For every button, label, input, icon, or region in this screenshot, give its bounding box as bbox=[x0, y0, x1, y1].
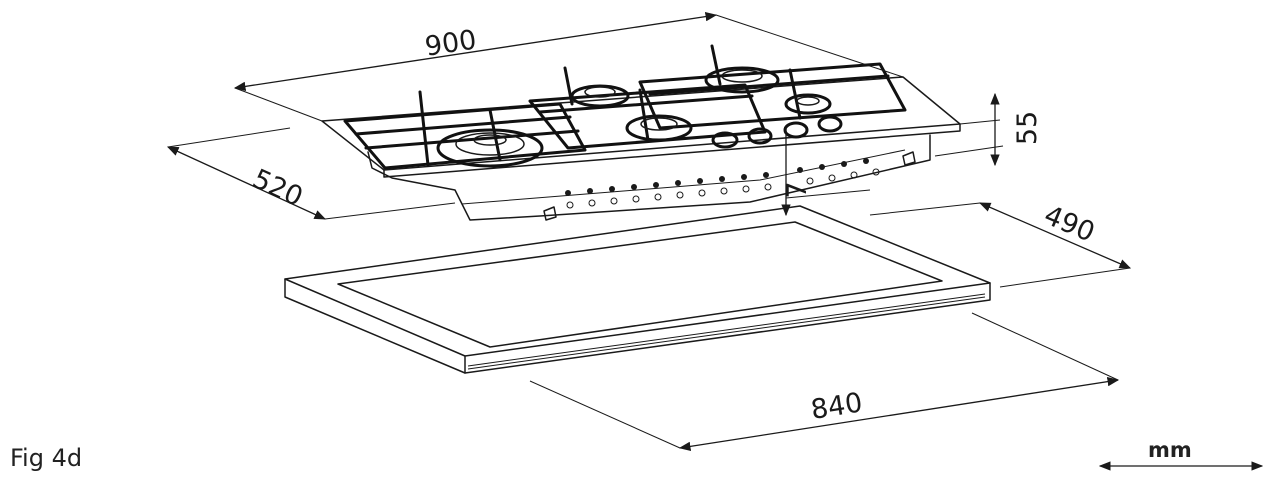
hob-body-inner bbox=[454, 149, 906, 205]
dimension-clearance: 7 bbox=[781, 128, 871, 217]
figure-label: Fig 4d bbox=[10, 444, 83, 472]
frame-inner-edge bbox=[337, 221, 943, 348]
dimension-cutout-width: 840 bbox=[529, 312, 1120, 452]
hob-vent-holes bbox=[565, 158, 880, 209]
burner-medium bbox=[625, 114, 693, 142]
control-knobs bbox=[711, 115, 843, 149]
dimension-clearance-label: 7 bbox=[782, 181, 813, 198]
burner-small bbox=[784, 93, 832, 115]
hob-body bbox=[367, 134, 931, 221]
dimension-cutout-depth: 490 bbox=[869, 200, 1132, 288]
hob-foot bbox=[543, 206, 557, 221]
frame-top-face bbox=[284, 205, 991, 357]
dimension-height-label: 55 bbox=[1012, 111, 1043, 145]
burner-large bbox=[436, 128, 544, 168]
hob-foot bbox=[902, 151, 916, 166]
unit-label: mm bbox=[1148, 438, 1192, 462]
dimension-width-label: 900 bbox=[423, 24, 479, 62]
gas-hob bbox=[321, 44, 961, 221]
dimension-width: 900 bbox=[233, 11, 904, 122]
dimension-depth-label: 520 bbox=[248, 163, 308, 213]
worktop-cutout-frame bbox=[284, 205, 991, 374]
dimension-height: 55 bbox=[934, 92, 1043, 167]
pan-supports bbox=[343, 44, 907, 170]
dimension-depth: 520 bbox=[166, 127, 456, 220]
